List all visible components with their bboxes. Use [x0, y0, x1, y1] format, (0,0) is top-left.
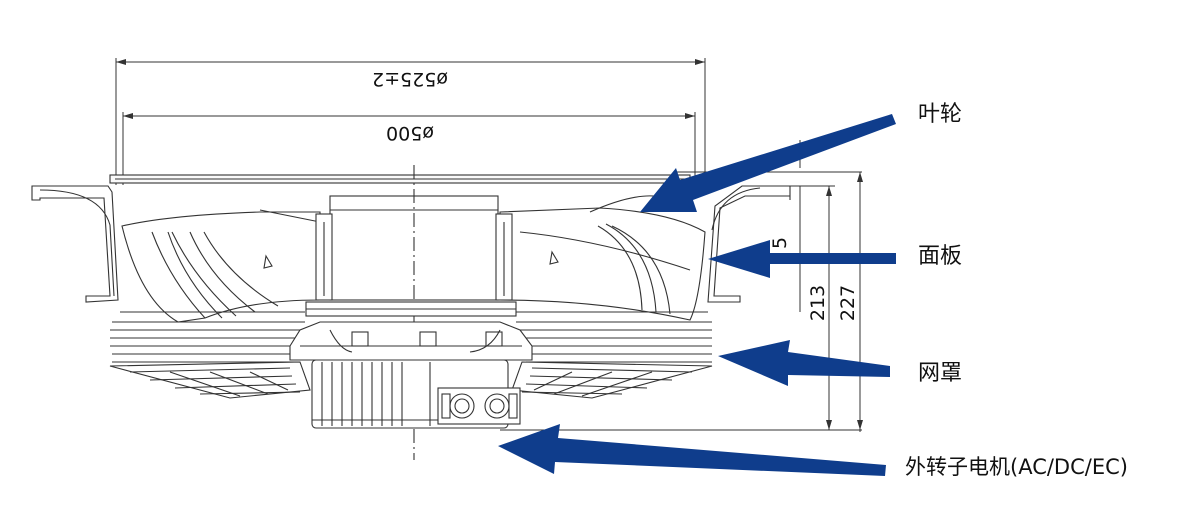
label-guard: 网罩: [918, 361, 963, 386]
label-motor: 外转子电机(AC/DC/EC): [905, 455, 1128, 479]
arrow-motor: [498, 424, 886, 476]
callout-arrows: [498, 114, 896, 476]
arrow-panel: [708, 240, 896, 278]
label-panel: 面板: [918, 244, 963, 269]
dim-outer-diameter: ø525±2: [372, 68, 448, 90]
arrow-guard: [718, 340, 890, 386]
dim-panel-offset: 5: [769, 237, 791, 249]
dimension-arrowheads: [116, 59, 863, 430]
label-impeller: 叶轮: [918, 102, 963, 127]
fan-body: [31, 165, 791, 460]
dim-height-213: 213: [807, 285, 829, 321]
dim-impeller-diameter: ø500: [386, 122, 434, 144]
dim-height-227: 227: [837, 285, 859, 321]
arrow-impeller: [640, 114, 896, 212]
